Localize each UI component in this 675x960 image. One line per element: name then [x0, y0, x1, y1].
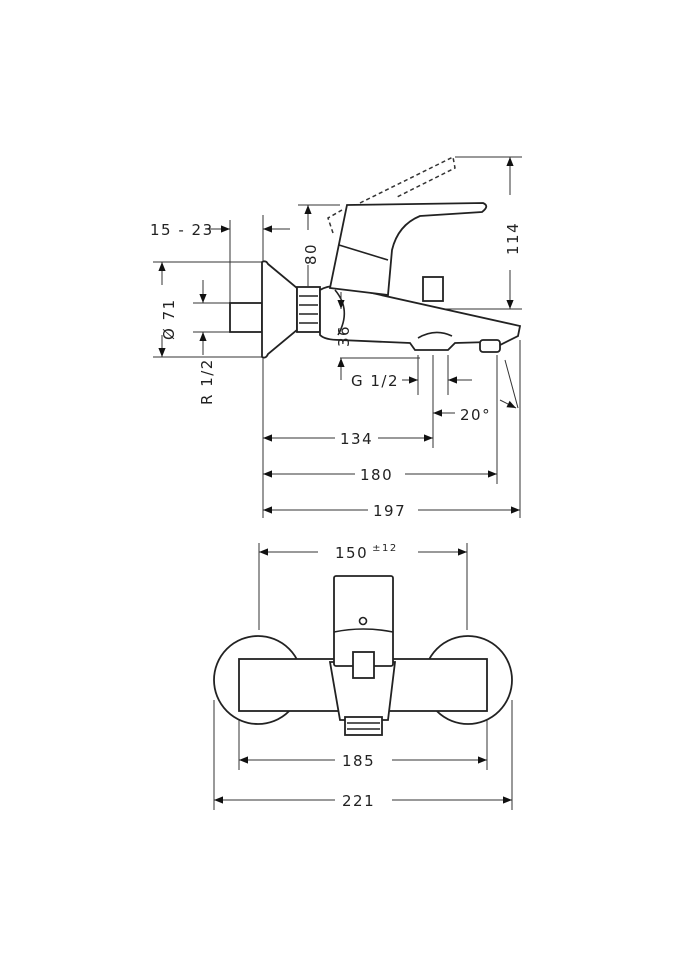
aerator — [344, 716, 383, 736]
dim-diameter: Ø 71 — [160, 298, 178, 340]
dim-spout-drop: 36 — [335, 325, 353, 347]
dim-centers-tolerance: ±12 — [372, 543, 398, 554]
nut — [296, 286, 321, 333]
diverter-front — [352, 651, 375, 679]
dim-angle: 20° — [460, 406, 491, 424]
dim-outlet-distance: 134 — [340, 430, 373, 448]
dim-total-height: 114 — [504, 222, 522, 255]
escutcheon — [261, 260, 298, 359]
dim-spout-length: 180 — [360, 466, 393, 484]
dim-outlet-thread: G 1/2 — [351, 372, 399, 390]
dim-total-depth: 197 — [373, 502, 406, 520]
wall-connector — [229, 302, 263, 333]
front-view: 150 ±12 185 221 — [213, 543, 513, 810]
dim-total-width: 221 — [342, 792, 375, 810]
dim-centers-value: 150 — [335, 544, 368, 562]
dim-thread-wall: R 1/2 — [198, 358, 216, 405]
dim-wall-offset: 15 - 23 — [150, 221, 214, 239]
dim-centers: 150 ±12 — [335, 543, 398, 562]
side-view: 15 - 23 Ø 71 R 1/2 80 114 36 G 1/2 20° 1… — [150, 155, 522, 520]
diverter-button — [422, 276, 444, 302]
lever — [328, 202, 488, 297]
dim-lever-height: 80 — [302, 243, 320, 265]
dim-body-width: 185 — [342, 752, 375, 770]
